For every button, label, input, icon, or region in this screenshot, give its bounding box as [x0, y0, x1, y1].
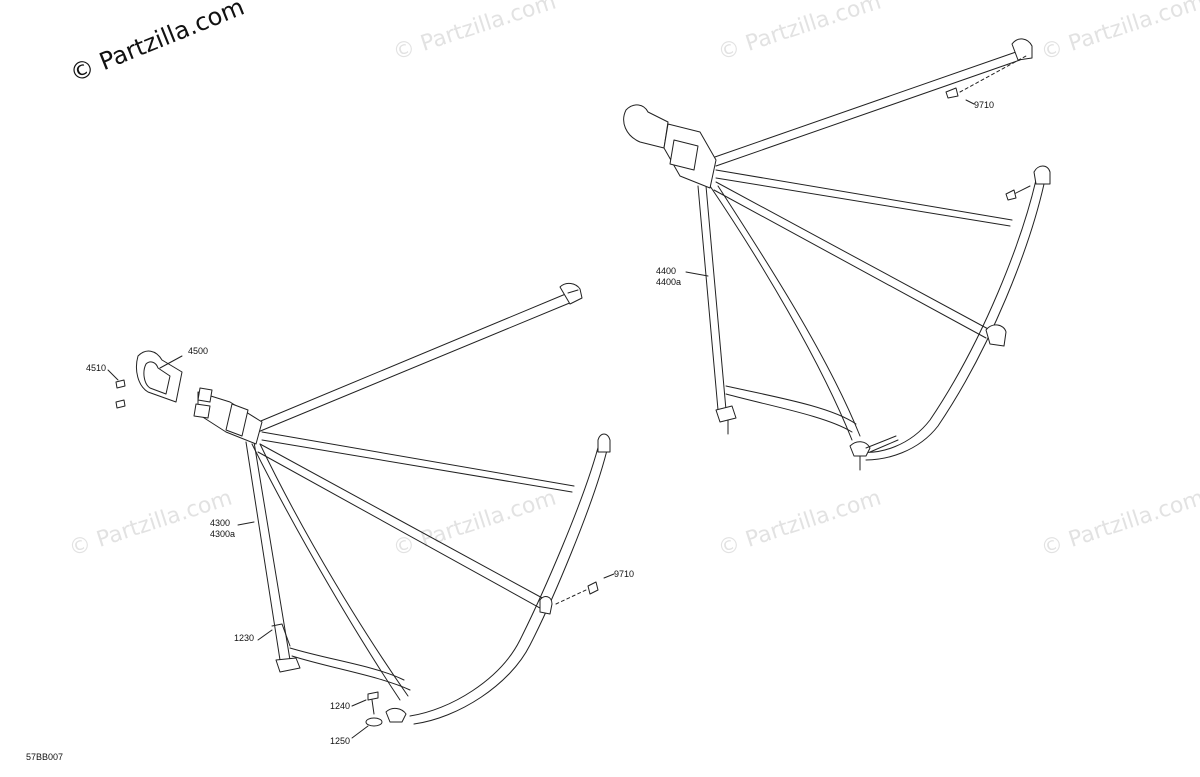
callout-1250: 1250 — [330, 736, 351, 746]
callout-4400: 4400 — [656, 266, 677, 276]
left-net-assembly — [107, 282, 615, 739]
callout-4300: 4300 — [210, 518, 231, 528]
callout-4400a: 4400a — [656, 277, 682, 287]
callout-4500: 4500 — [188, 346, 209, 356]
callout-1230: 1230 — [234, 633, 255, 643]
callout-9710-right: 9710 — [974, 100, 995, 110]
callout-9710-left: 9710 — [614, 569, 635, 579]
diagram-reference-code: 57BB007 — [26, 752, 64, 762]
callout-4300a: 4300a — [210, 529, 236, 539]
callout-4510: 4510 — [86, 363, 107, 373]
right-net-assembly — [623, 38, 1051, 471]
callout-1240: 1240 — [330, 701, 351, 711]
